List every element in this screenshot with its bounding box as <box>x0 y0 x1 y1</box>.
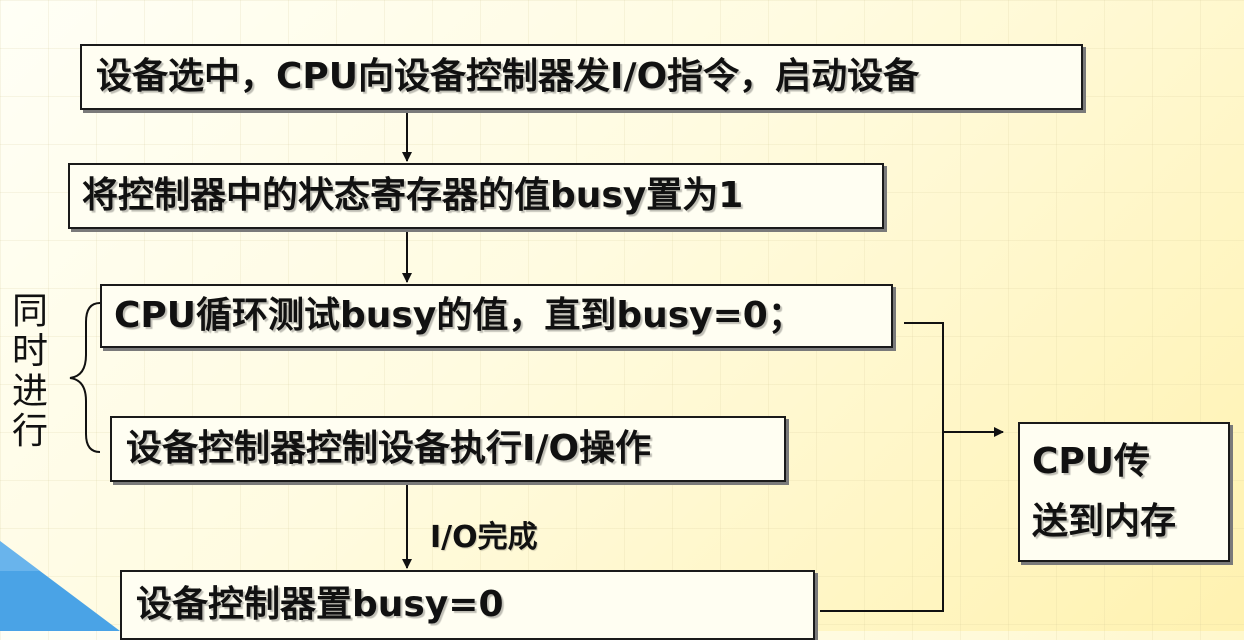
concurrent-char: 进 <box>11 371 48 412</box>
step-cpu-transfer-to-memory: CPU传 送到内存 <box>1018 422 1230 562</box>
step2-text: 将控制器中的状态寄存器的值busy置为1 <box>82 175 744 216</box>
step1-text: 设备选中，CPU向设备控制器发I/O指令，启动设备 <box>96 56 920 97</box>
concurrent-label: 同 时 进 行 <box>10 292 50 452</box>
step-set-busy-0: 设备控制器置busy=0 <box>120 570 815 640</box>
step-issue-io-command: 设备选中，CPU向设备控制器发I/O指令，启动设备 <box>80 44 1083 110</box>
io-complete-label: I/O完成 <box>430 520 538 555</box>
step-cpu-poll-busy: CPU循环测试busy的值，直到busy=0； <box>100 284 893 348</box>
transfer-line2: 送到内存 <box>1032 501 1177 542</box>
transfer-line1: CPU传 <box>1032 441 1151 482</box>
corner-decoration <box>0 541 120 631</box>
step4-text: 设备控制器控制设备执行I/O操作 <box>126 428 652 469</box>
step-set-busy-1: 将控制器中的状态寄存器的值busy置为1 <box>68 163 884 229</box>
left-brace <box>69 302 101 453</box>
step-controller-executes-io: 设备控制器控制设备执行I/O操作 <box>110 416 786 482</box>
concurrent-char: 同 <box>11 291 48 332</box>
concurrent-char: 行 <box>11 411 48 452</box>
step3-text: CPU循环测试busy的值，直到busy=0； <box>114 295 804 336</box>
concurrent-char: 时 <box>11 331 48 372</box>
connector-from-step3 <box>820 322 944 612</box>
step5-text: 设备控制器置busy=0 <box>136 584 504 625</box>
